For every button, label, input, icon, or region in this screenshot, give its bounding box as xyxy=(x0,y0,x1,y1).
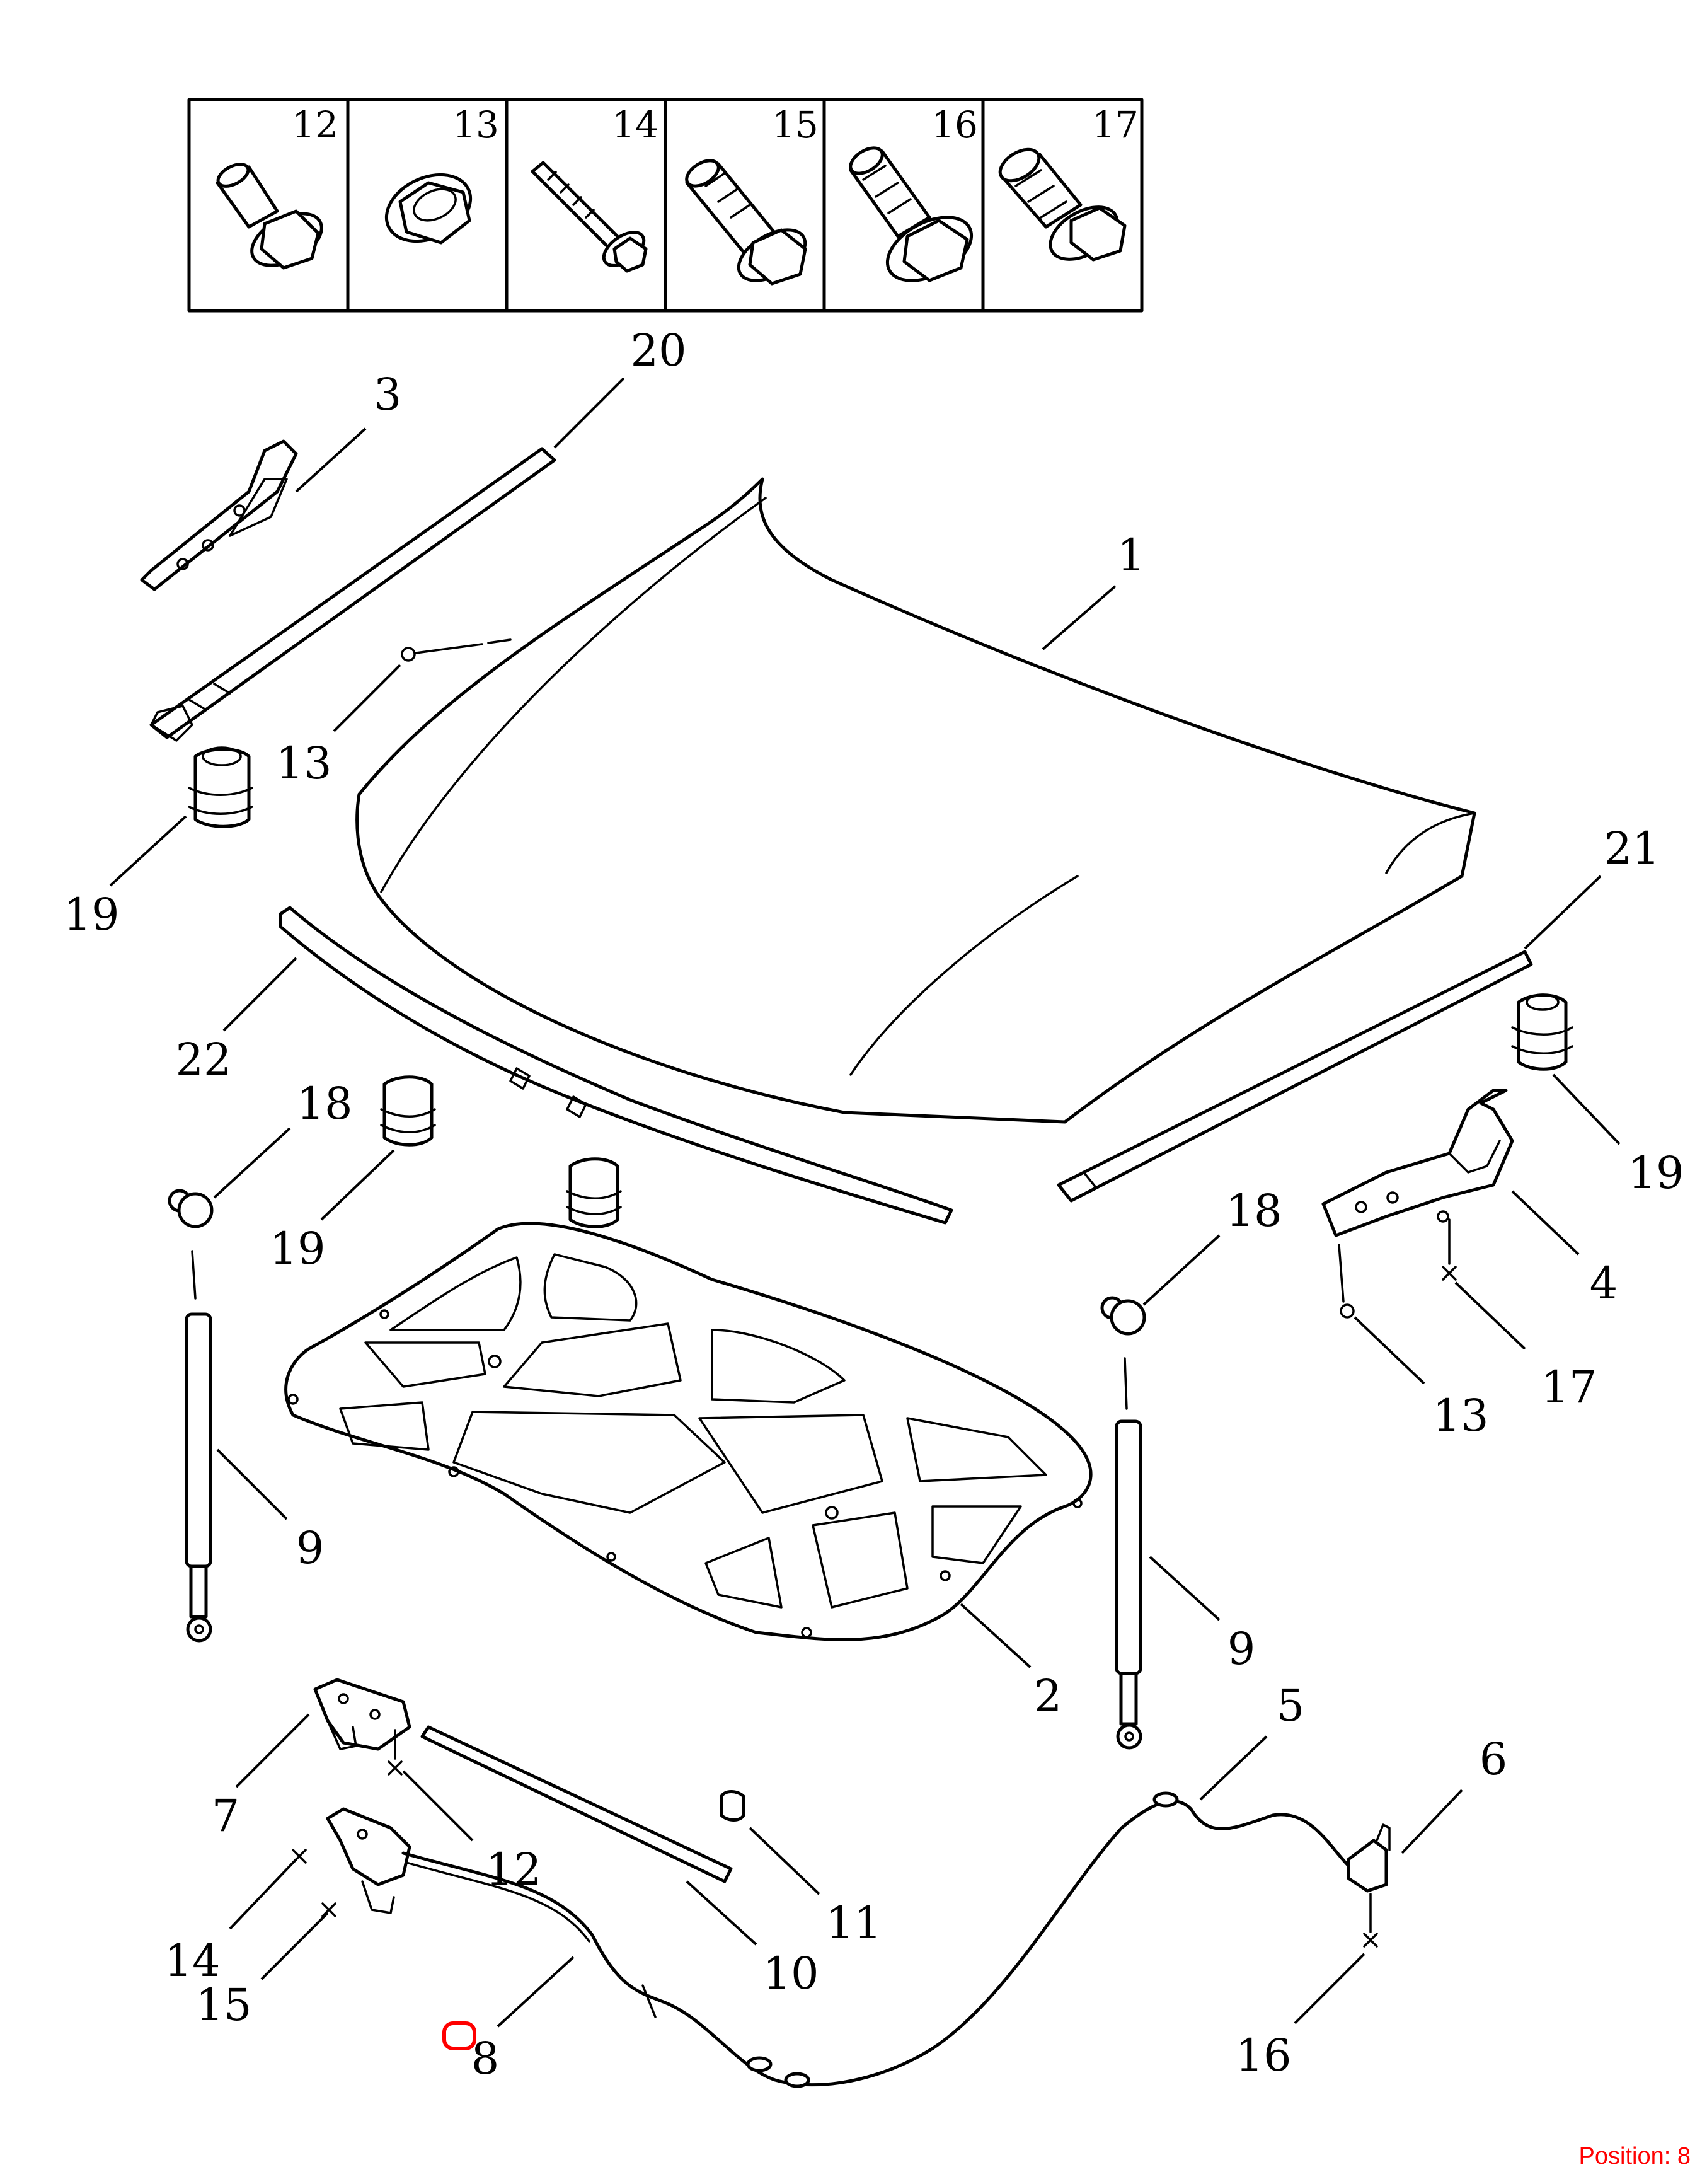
callout-19-center: 19 xyxy=(269,1223,325,1274)
hood-insulator xyxy=(284,1222,1093,1641)
hinge-left xyxy=(140,439,298,591)
callout-16: 16 xyxy=(1235,2030,1291,2081)
clip-right xyxy=(1100,1296,1146,1336)
callout-19-right: 19 xyxy=(1628,1147,1684,1199)
callout-13-top: 13 xyxy=(275,737,331,789)
fastener-markers xyxy=(292,638,1457,1948)
callout-2: 2 xyxy=(1034,1670,1062,1722)
bump-stop-center-2 xyxy=(566,1157,622,1228)
fastener-number-15: 15 xyxy=(772,103,819,146)
gas-strut-left xyxy=(185,1312,212,1643)
hood-latch xyxy=(326,1807,411,1914)
callout-17: 17 xyxy=(1541,1361,1597,1413)
fastener-17-marker xyxy=(1442,1266,1457,1281)
bump-stop-left xyxy=(188,746,253,828)
callout-14: 14 xyxy=(164,1935,220,1987)
flange-bolt-15-icon xyxy=(685,159,807,286)
side-seal-right xyxy=(1057,950,1533,1203)
side-seal-left xyxy=(149,447,556,742)
fastener-15-marker xyxy=(321,1902,336,1917)
hood-panel xyxy=(355,477,1476,1124)
fastener-number-16: 16 xyxy=(931,103,978,146)
fastener-number-13: 13 xyxy=(452,103,499,146)
callout-9-right: 9 xyxy=(1227,1623,1256,1675)
flange-nut-13-icon xyxy=(384,173,473,245)
flange-bolt-17-icon xyxy=(998,147,1127,262)
fastener-12-marker xyxy=(388,1760,403,1776)
callout-9-left: 9 xyxy=(296,1522,325,1574)
hinge-right xyxy=(1321,1089,1514,1237)
callout-6: 6 xyxy=(1480,1733,1508,1785)
front-seal-strip xyxy=(279,906,953,1225)
callout-13-right: 13 xyxy=(1432,1390,1488,1442)
callout-1: 1 xyxy=(1117,529,1146,581)
callout-4: 4 xyxy=(1590,1257,1618,1309)
callout-19-left: 19 xyxy=(63,889,119,940)
hood-prop-rod xyxy=(420,1725,733,1883)
fastener-number-17: 17 xyxy=(1092,103,1139,146)
callout-11: 11 xyxy=(825,1897,882,1949)
callout-22: 22 xyxy=(175,1034,231,1085)
fastener-number-12: 12 xyxy=(292,103,338,146)
bump-stop-right xyxy=(1511,993,1573,1071)
callout-20: 20 xyxy=(630,325,686,376)
flange-bolt-16-icon xyxy=(849,146,974,282)
callout-7: 7 xyxy=(212,1790,240,1842)
callout-21: 21 xyxy=(1604,823,1660,874)
callout-10: 10 xyxy=(762,1948,819,1999)
fastener-13-right-marker xyxy=(1340,1303,1355,1319)
hood-bumper xyxy=(720,1790,745,1822)
fastener-number-14: 14 xyxy=(612,103,658,146)
position-label: Position: 8 xyxy=(1578,2143,1691,2170)
hood-striker xyxy=(313,1678,411,1751)
callout-18-right: 18 xyxy=(1226,1185,1282,1237)
fastener-16-marker xyxy=(1363,1933,1378,1948)
callout-3: 3 xyxy=(374,369,402,420)
hood-release-cable xyxy=(401,1791,1350,2088)
callout-12: 12 xyxy=(485,1844,541,1895)
long-bolt-14-icon xyxy=(531,161,648,273)
bump-stop-center-1 xyxy=(380,1075,436,1147)
callout-5: 5 xyxy=(1277,1680,1305,1731)
gas-strut-right xyxy=(1115,1419,1142,1750)
callout-labels: 1 2 3 4 5 6 7 8 9 9 10 11 12 13 13 14 15… xyxy=(63,325,1684,2084)
callout-15: 15 xyxy=(195,1979,251,2031)
fastener-13-top-marker xyxy=(401,647,416,662)
selection-marker xyxy=(442,2021,476,2050)
hood-release-handle xyxy=(1347,1823,1391,1893)
leader-lines xyxy=(109,377,1621,2028)
flange-bolt-12-icon xyxy=(216,163,323,270)
fastener-table: 12 13 14 15 16 17 xyxy=(187,98,1144,313)
clip-left xyxy=(168,1189,214,1228)
callout-18-left: 18 xyxy=(296,1078,352,1130)
